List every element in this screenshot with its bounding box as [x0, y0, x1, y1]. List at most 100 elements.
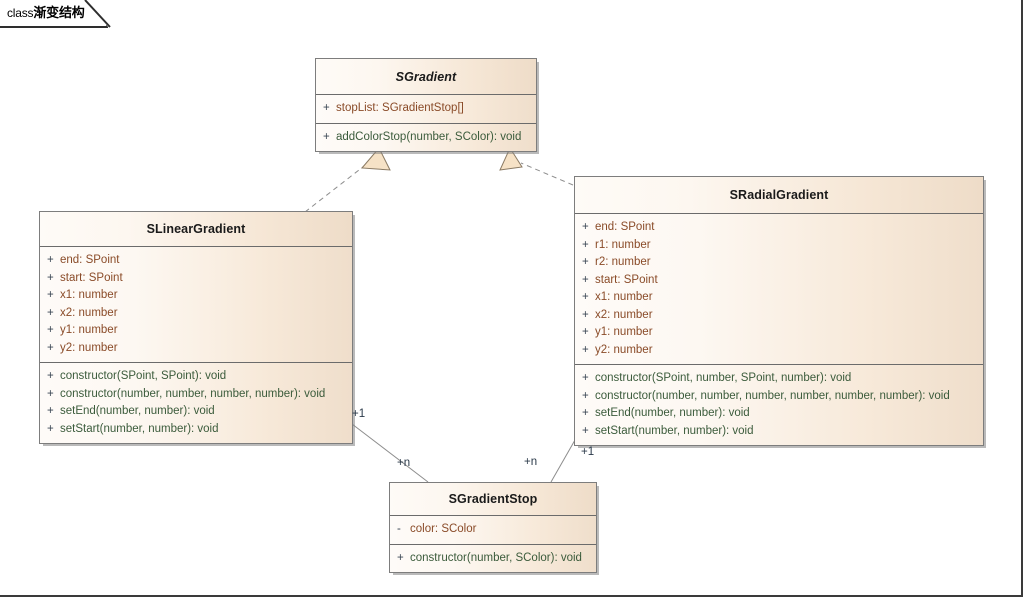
uml-operations-label: setStart(number, number): void [60, 422, 219, 435]
uml-operations-row[interactable]: + constructor(SPoint, SPoint): void [40, 368, 352, 386]
uml-class-name-slineargradient: SLinearGradient [40, 212, 352, 247]
multiplicity-radial-source-mult: +1 [581, 446, 595, 458]
connector-linear-realizes-gradient [304, 147, 391, 213]
uml-operations-row[interactable]: + constructor(number, SColor): void [390, 550, 596, 568]
uml-class-sradialgradient[interactable]: SRadialGradient + end: SPoint + r1: number +r… [574, 176, 984, 446]
uml-attributes-row[interactable]: + end: SPoint [575, 219, 983, 237]
visibility-marker: + [47, 306, 54, 319]
uml-attributes-row[interactable]: + y2: number [40, 340, 352, 358]
uml-attributes-row[interactable]: -color: SColor [390, 521, 596, 539]
visibility-marker: + [47, 324, 54, 336]
connector-radial-uses-stop [550, 439, 576, 483]
multiplicity-radial-target-mult: +n [524, 456, 538, 468]
visibility-marker: + [47, 387, 54, 400]
uml-attributes-row[interactable]: + y1: number [575, 324, 983, 342]
uml-attributes-label: end: SPoint [60, 254, 120, 266]
uml-attributes-label: y1: number [60, 324, 118, 336]
visibility-marker: + [47, 271, 54, 284]
uml-operations-row[interactable]: + setEnd(number, number): void [575, 405, 983, 423]
uml-operations-row[interactable]: +setEnd(number, number): void [40, 403, 352, 421]
uml-operations-row[interactable]: + setStart(number, number): void [40, 421, 352, 439]
visibility-marker: + [582, 256, 589, 268]
visibility-marker: + [582, 389, 589, 402]
uml-attributes-label: stopList: SGradientStop[] [336, 102, 464, 114]
uml-operations-compartment-slineargradient: + constructor(SPoint, SPoint): void + const… [40, 362, 352, 443]
uml-attributes-compartment-sgradient: + stopList: SGradientStop[] [316, 95, 536, 123]
uml-attributes-label: x2: number [595, 308, 653, 321]
uml-class-name-sgradient: SGradient [316, 59, 536, 95]
visibility-marker: + [47, 370, 54, 382]
diagram-title-tab[interactable]: class渐变结构 [0, 0, 111, 28]
uml-attributes-row[interactable]: + end: SPoint [40, 252, 352, 270]
uml-attributes-row[interactable]: + x1: number [40, 287, 352, 305]
uml-class-sgradient[interactable]: SGradient + stopList: SGradientStop[] +addC… [315, 58, 537, 152]
uml-attributes-label: y2: number [595, 343, 653, 356]
uml-attributes-label: r1: number [595, 238, 651, 251]
uml-operations-row[interactable]: + constructor(number, number, number, num… [575, 388, 983, 406]
uml-attributes-row[interactable]: + x2: number [40, 305, 352, 323]
uml-operations-label: constructor(number, SColor): void [410, 551, 582, 564]
connector-radial-realizes-gradient [499, 146, 574, 186]
visibility-marker: + [47, 289, 54, 301]
visibility-marker: + [582, 372, 589, 384]
visibility-marker: + [323, 130, 330, 143]
uml-operations-label: constructor(number, number, number, numb… [595, 389, 950, 402]
uml-operations-label: setStart(number, number): void [595, 424, 754, 437]
visibility-marker: + [323, 102, 330, 114]
visibility-marker: + [582, 291, 589, 303]
uml-attributes-label: x1: number [595, 291, 653, 303]
uml-attributes-compartment-sradialgradient: + end: SPoint + r1: number +r2: number+start… [575, 214, 983, 364]
visibility-marker: + [47, 422, 54, 435]
uml-attributes-label: y2: number [60, 341, 118, 354]
uml-attributes-row[interactable]: + y1: number [40, 322, 352, 340]
uml-operations-row[interactable]: + constructor(SPoint, number, SPoint, num… [575, 370, 983, 388]
visibility-marker: + [397, 551, 404, 564]
uml-class-slineargradient[interactable]: SLinearGradient + end: SPoint + start: SPoin… [39, 211, 353, 444]
visibility-marker: - [397, 523, 401, 535]
visibility-marker: + [582, 238, 589, 251]
diagram-title-label: class渐变结构 [7, 4, 85, 23]
visibility-marker: + [582, 407, 589, 419]
visibility-marker: + [582, 221, 589, 233]
uml-operations-row[interactable]: +setStart(number, number): void [575, 423, 983, 441]
visibility-marker: + [582, 308, 589, 321]
uml-attributes-label: end: SPoint [595, 221, 655, 233]
uml-attributes-row[interactable]: + x1: number [575, 289, 983, 307]
uml-attributes-compartment-sgradientstop: -color: SColor [390, 516, 596, 544]
visibility-marker: + [582, 273, 589, 286]
uml-operations-label: constructor(number, number, number, numb… [60, 387, 326, 400]
uml-operations-compartment-sgradientstop: + constructor(number, SColor): void [390, 543, 596, 572]
visibility-marker: + [582, 326, 589, 338]
uml-attributes-row[interactable]: + stopList: SGradientStop[] [316, 100, 536, 118]
uml-operations-row[interactable]: + constructor(number, number, number, num… [40, 386, 352, 404]
multiplicity-linear-target-mult: +n [397, 457, 411, 469]
uml-class-sgradientstop[interactable]: SGradientStop -color: SColor + constructor(… [389, 482, 597, 573]
visibility-marker: + [47, 254, 54, 266]
uml-attributes-row[interactable]: + start: SPoint [40, 270, 352, 288]
uml-class-name-sgradientstop: SGradientStop [390, 483, 596, 516]
uml-attributes-row[interactable]: +r2: number [575, 254, 983, 272]
uml-attributes-row[interactable]: + r1: number [575, 237, 983, 255]
uml-attributes-row[interactable]: +y2: number [575, 342, 983, 360]
uml-attributes-compartment-slineargradient: + end: SPoint + start: SPoint + x1: number + x2… [40, 247, 352, 362]
uml-attributes-label: color: SColor [410, 523, 477, 535]
uml-operations-label: constructor(SPoint, SPoint): void [60, 370, 227, 382]
uml-operations-compartment-sradialgradient: + constructor(SPoint, number, SPoint, num… [575, 364, 983, 445]
uml-attributes-label: y1: number [595, 326, 653, 338]
uml-operations-label: setEnd(number, number): void [60, 405, 215, 417]
uml-attributes-label: start: SPoint [60, 271, 123, 284]
uml-attributes-label: x1: number [60, 289, 118, 301]
uml-attributes-row[interactable]: +start: SPoint [575, 272, 983, 290]
uml-operations-row[interactable]: +addColorStop(number, SColor): void [316, 129, 536, 147]
uml-class-name-sradialgradient: SRadialGradient [575, 177, 983, 214]
uml-attributes-row[interactable]: + x2: number [575, 307, 983, 325]
diagram-title-prefix: class [7, 6, 34, 20]
uml-operations-compartment-sgradient: +addColorStop(number, SColor): void [316, 122, 536, 151]
diagram-title-name: 渐变结构 [33, 6, 85, 21]
visibility-marker: + [47, 341, 54, 354]
uml-operations-label: constructor(SPoint, number, SPoint, numb… [595, 372, 852, 384]
multiplicity-linear-source-mult: +1 [352, 408, 366, 420]
uml-attributes-label: x2: number [60, 306, 118, 319]
uml-operations-label: setEnd(number, number): void [595, 407, 750, 419]
